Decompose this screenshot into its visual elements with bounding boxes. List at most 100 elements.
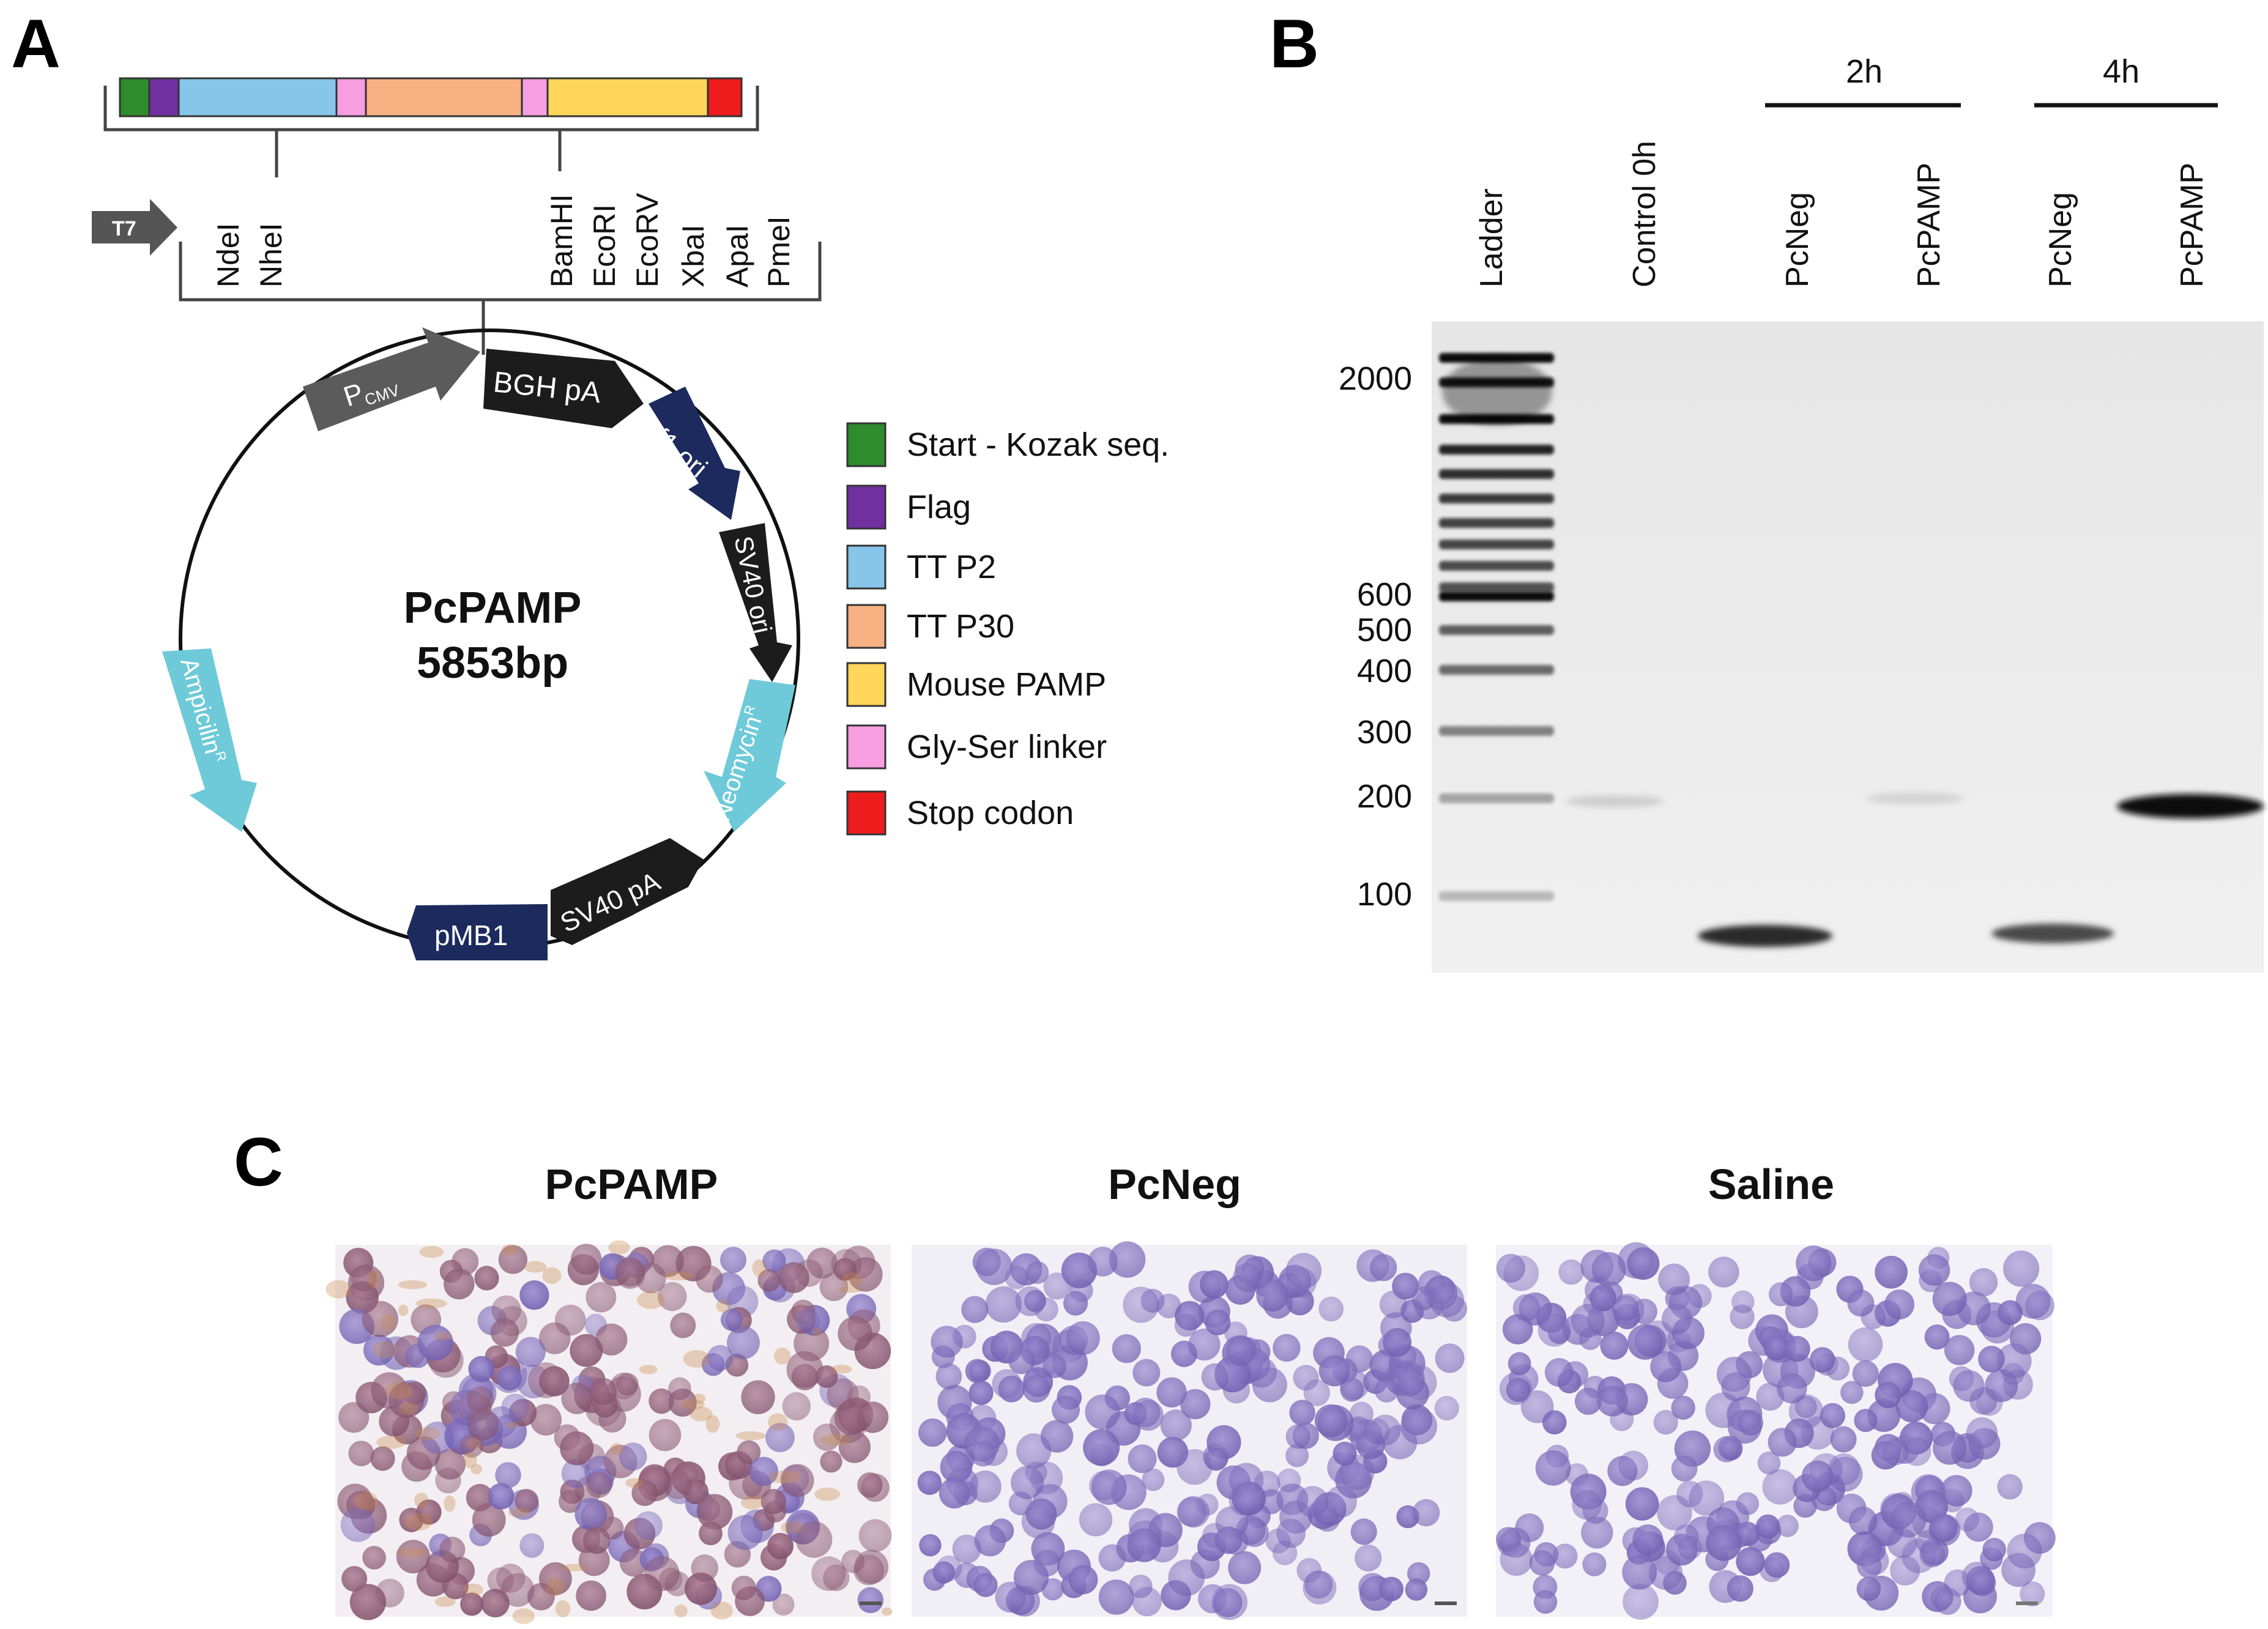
stain-spot [674, 1605, 688, 1617]
cell [1277, 1468, 1301, 1493]
cell [697, 1494, 733, 1530]
construct-bar [119, 77, 743, 117]
cell [1434, 1395, 1459, 1421]
stain-spot [555, 1600, 571, 1617]
cell [338, 1402, 370, 1433]
cell [1589, 1285, 1616, 1312]
cell [560, 1431, 594, 1466]
stain-spot [735, 1431, 766, 1441]
ampicilin-superscript: R [212, 749, 229, 763]
cell [1762, 1469, 1798, 1505]
cell [917, 1471, 942, 1495]
cell [1918, 1254, 1950, 1286]
cell [841, 1549, 865, 1573]
plasmid-size: 5853bp [417, 639, 568, 688]
cell [1005, 1266, 1028, 1289]
cell [1727, 1575, 1753, 1602]
cell [1273, 1334, 1301, 1362]
ladder-band [1439, 625, 1554, 635]
cell [1098, 1544, 1126, 1572]
cell [626, 1573, 663, 1609]
cell [691, 1554, 718, 1582]
cell [595, 1323, 628, 1356]
cell [974, 1524, 1006, 1557]
cell [1098, 1579, 1134, 1615]
legend-swatch [846, 790, 887, 836]
stain-spot [608, 1240, 630, 1255]
panel-c-label: C [234, 1124, 283, 1200]
cell [348, 1441, 374, 1467]
cell [1233, 1263, 1262, 1293]
construct-segment [521, 77, 549, 117]
cell [858, 1519, 892, 1553]
cell [1383, 1328, 1412, 1357]
restriction-site-label: XbaI [676, 224, 710, 288]
ladder-band [1439, 540, 1554, 549]
cell [1379, 1576, 1404, 1601]
cell [1848, 1506, 1878, 1535]
stain-spot [882, 1607, 893, 1616]
stain-spot [768, 1413, 788, 1431]
construct-segment [707, 77, 743, 117]
cell [1890, 1501, 1927, 1538]
cell [1768, 1428, 1797, 1457]
cell [1535, 1450, 1571, 1486]
stain-spot [414, 1493, 429, 1508]
cell [1506, 1378, 1531, 1402]
stain-spot [524, 1261, 547, 1273]
cell [1276, 1518, 1306, 1548]
cell [1618, 1450, 1648, 1481]
cell [1022, 1375, 1050, 1403]
ladder-band [1439, 592, 1554, 601]
ladder-band [1439, 582, 1554, 592]
cell [1088, 1247, 1118, 1277]
cell [1919, 1542, 1946, 1568]
t7-label: T7 [112, 217, 136, 240]
cell [1025, 1498, 1057, 1530]
cell [1978, 1346, 2005, 1373]
cell [1857, 1553, 1882, 1579]
legend-label: Mouse PAMP [907, 666, 1106, 703]
cell [940, 1450, 973, 1483]
stain-spot [768, 1470, 800, 1483]
legend-item: Gly-Ser linker [846, 724, 1107, 770]
cell [1204, 1447, 1228, 1471]
cell [1285, 1424, 1311, 1449]
cell [570, 1334, 603, 1367]
cell [1558, 1259, 1584, 1285]
cell [1127, 1528, 1161, 1562]
cell [1998, 1300, 2023, 1326]
stain-spot [398, 1304, 409, 1316]
cell [1379, 1290, 1407, 1318]
cell [1232, 1482, 1266, 1516]
cell [1623, 1584, 1659, 1620]
size-marker-label: 2000 [1339, 360, 1412, 397]
feature-sv40-ori: SV40 ori [719, 523, 792, 682]
cell [1214, 1526, 1243, 1554]
legend-swatch [846, 422, 887, 467]
panel-b-label: B [1270, 6, 1319, 82]
legend-label: Flag [907, 489, 971, 525]
cell [918, 1418, 947, 1447]
cell [1008, 1348, 1035, 1375]
stain-spot [415, 1427, 441, 1441]
cell [515, 1337, 546, 1367]
cell [1678, 1535, 1702, 1560]
cell [760, 1489, 786, 1515]
cell [1537, 1313, 1571, 1347]
cell [1429, 1282, 1464, 1318]
cell [1333, 1441, 1357, 1466]
cell [1648, 1556, 1683, 1590]
cell [434, 1449, 466, 1480]
legend-item: Mouse PAMP [846, 662, 1106, 707]
cell [586, 1282, 617, 1313]
stain-spot [838, 1286, 863, 1293]
feature-pcmv: PCMV [303, 327, 480, 431]
legend-swatch [846, 544, 887, 590]
cell [781, 1464, 814, 1497]
cell [1840, 1381, 1864, 1405]
stain-spot [433, 1331, 453, 1341]
ladder-band [1439, 518, 1554, 528]
cell [721, 1308, 743, 1331]
